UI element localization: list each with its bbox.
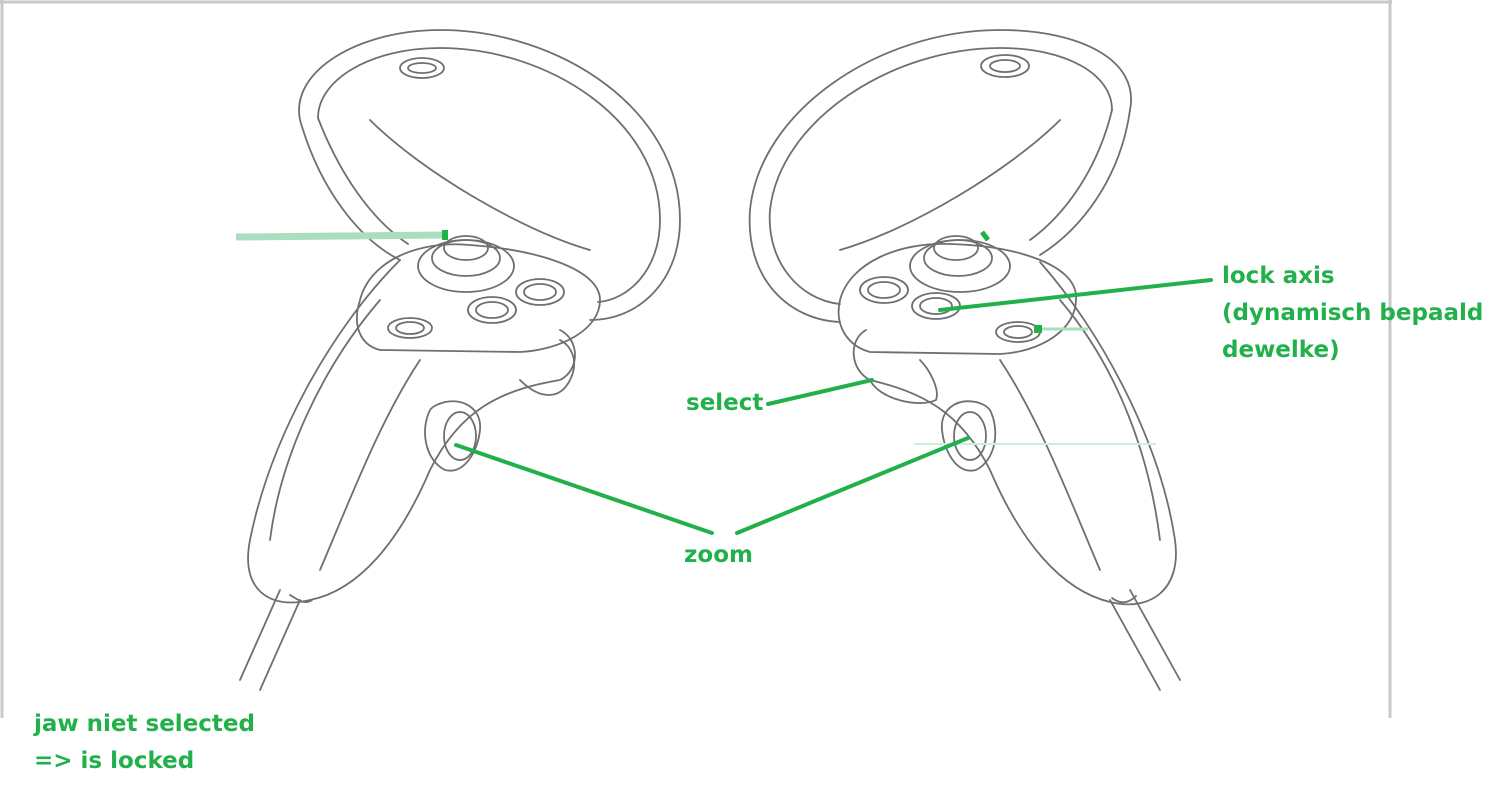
zoom-pointer-left xyxy=(454,443,714,535)
jaw-label: jaw niet selected => is locked xyxy=(34,706,255,780)
select-pointer xyxy=(766,378,874,406)
lock-axis-label: lock axis (dynamisch bepaald dewelke) xyxy=(1222,258,1483,369)
left-thumbstick-marker xyxy=(442,230,448,240)
vr-controller-right-icon xyxy=(748,29,1181,691)
vr-controller-left-icon xyxy=(239,29,681,691)
zoom-label: zoom xyxy=(684,542,753,568)
select-label: select xyxy=(686,390,764,416)
right-thumbstick-marker xyxy=(980,230,990,242)
zoom-pointer-right xyxy=(735,436,970,535)
image-border xyxy=(0,0,1392,718)
lock-axis-line-2: (dynamisch bepaald xyxy=(1222,300,1484,326)
right-button-marker xyxy=(1034,325,1042,333)
lock-axis-pointer xyxy=(938,278,1213,312)
left-thumbstick-guide xyxy=(235,231,447,241)
annotation-lines xyxy=(454,278,1213,535)
jaw-line-1: jaw niet selected xyxy=(34,711,255,737)
lock-axis-line-3: dewelke) xyxy=(1222,337,1340,363)
lock-axis-line-1: lock axis xyxy=(1222,263,1335,289)
jaw-line-2: => is locked xyxy=(34,748,195,774)
